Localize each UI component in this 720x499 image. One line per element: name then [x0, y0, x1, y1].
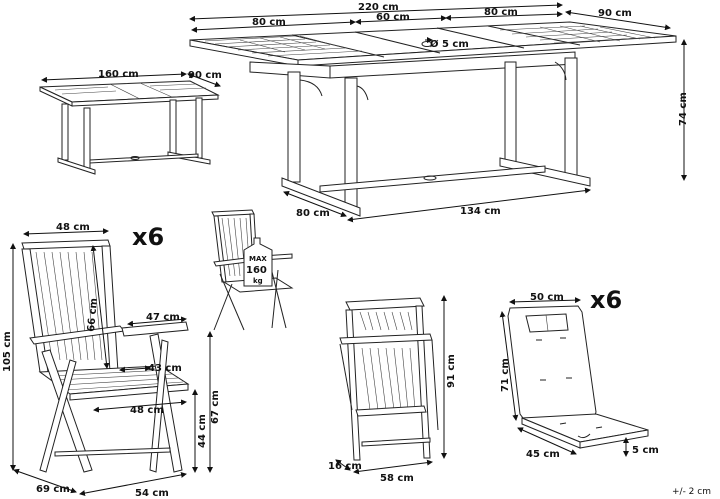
chair-width-label: 54 cm — [135, 488, 169, 499]
chair-seat-width-label: 48 cm — [130, 405, 164, 416]
folded-width-label: 58 cm — [380, 473, 414, 484]
chair-depth-label: 69 cm — [36, 484, 70, 495]
table-dimensions: 220 cm 80 cm 60 cm 80 cm 90 cm 74 cm Ø 5… — [189, 2, 689, 223]
small-table-depth-label: 90 cm — [188, 70, 222, 81]
chair-total-height-label: 105 cm — [2, 331, 13, 372]
table-base-depth-label: 80 cm — [296, 208, 330, 219]
max-load-value: 160 — [246, 265, 267, 276]
chair-back-height-label: 66 cm — [86, 298, 100, 333]
chair-quantity-label: x6 — [132, 223, 164, 251]
cushion-dimensions: 50 cm 71 cm 45 cm 5 cm — [499, 292, 659, 460]
folded-thickness-label: 16 cm — [328, 461, 362, 472]
cushion-width-label: 50 cm — [530, 292, 564, 303]
chair-arm-length-label: 47 cm — [146, 312, 180, 323]
folded-chair-drawing — [339, 297, 439, 461]
load-chair-drawing: MAX 160 kg — [211, 209, 294, 331]
folded-chair-dimensions: 91 cm 16 cm 58 cm — [328, 295, 457, 484]
cushion-quantity-label: x6 — [590, 286, 622, 314]
table-base-length-label: 134 cm — [460, 206, 501, 217]
table-total-length-label: 220 cm — [358, 2, 399, 13]
cushion-length-label: 71 cm — [500, 358, 511, 392]
cushion-thickness-label: 5 cm — [632, 445, 659, 456]
chair-arm-height-label: 67 cm — [210, 390, 221, 424]
chair-seat-depth-label: 43 cm — [148, 363, 182, 374]
chair-width-top-label: 48 cm — [56, 222, 90, 233]
table-height-label: 74 cm — [678, 92, 689, 126]
reclining-chair-dimensions: 48 cm 66 cm 47 cm 43 cm 48 cm 105 cm 67 … — [2, 222, 221, 499]
table-depth-top-label: 90 cm — [598, 8, 632, 19]
table-leaf-left-label: 80 cm — [252, 17, 286, 28]
max-load-label: MAX — [249, 255, 267, 263]
cushion-drawing — [507, 305, 649, 449]
retracted-table-dimensions: 160 cm 90 cm — [41, 69, 222, 88]
retracted-table-drawing — [39, 80, 220, 175]
table-center-extension-label: 60 cm — [376, 12, 410, 23]
cushion-seat-width-label: 45 cm — [526, 449, 560, 460]
umbrella-hole-label: Ø 5 cm — [430, 38, 469, 50]
tolerance-note: +/- 2 cm — [672, 487, 711, 497]
extended-table-drawing — [189, 21, 677, 217]
reclining-chair-drawing — [21, 239, 190, 473]
small-table-length-label: 160 cm — [98, 69, 139, 80]
chair-seat-height-label: 44 cm — [197, 414, 208, 448]
folded-height-label: 91 cm — [446, 354, 457, 388]
table-leaf-right-label: 80 cm — [484, 7, 518, 18]
max-load-unit: kg — [253, 277, 263, 285]
